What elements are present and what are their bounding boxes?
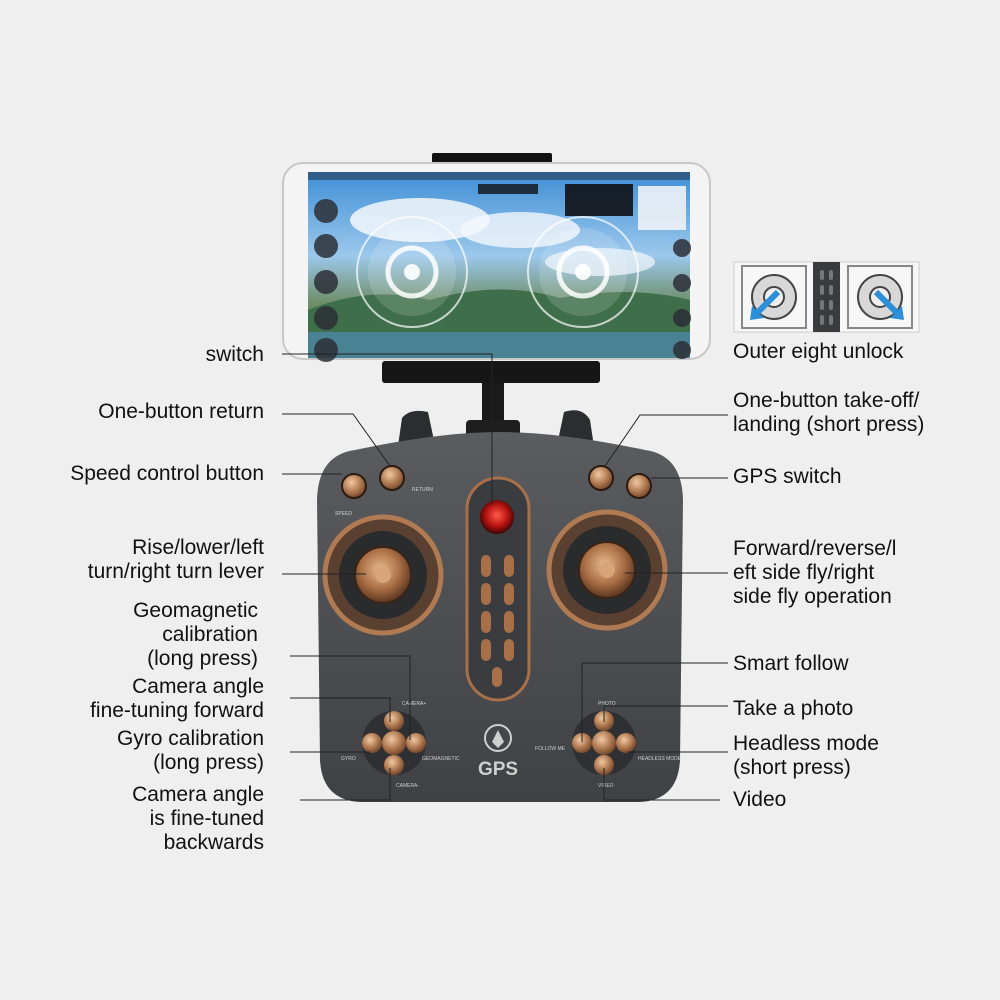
gps-logo-text: GPS [478,759,518,780]
label-camera-minus: CAMERA- [396,783,419,789]
center-panel [465,476,531,702]
label-follow-me: FOLLOW ME [535,746,566,752]
left-dpad [362,711,426,775]
label-gps-switch: GPS switch [733,465,842,488]
label-switch: switch [205,343,264,366]
switch-red-light [480,500,514,534]
gyro-calibration-button [362,733,382,753]
outer-eight-unlock-illustration [733,261,920,333]
label-right-lever: Forward/reverse/l eft side fly/right sid… [733,537,897,608]
label-video: Video [733,788,787,811]
mini-map [638,186,686,230]
label-take-a-photo: Take a photo [733,697,854,720]
virtual-stick-left [356,216,468,328]
takeoff-landing-button [588,465,614,491]
camera-backward-button [384,755,404,775]
app-side-icons [314,199,691,362]
label-left-lever: Rise/lower/left turn/right turn lever [87,536,264,583]
label-one-button-return: One-button return [98,400,264,423]
video-button [594,755,614,775]
arrow-down-left-icon [753,289,781,317]
virtual-stick-right [527,216,639,328]
phone [282,162,711,362]
gps-switch-button [626,473,652,499]
label-headless-mode: Headless mode (short press) [733,732,879,779]
label-speed-control-button: Speed control button [70,462,264,485]
label-camera-angle-forward: Camera angle fine-tuning forward [90,675,264,722]
label-video: VIDEO [598,783,614,789]
label-photo: PHOTO [598,701,616,707]
label-geomagnetic: GEOMAGNETIC [422,756,460,762]
camera-forward-button [384,711,404,731]
leader-lines [282,353,728,801]
label-headless: HEADLESS MODE [638,756,682,762]
left-joystick [322,514,444,636]
label-gyro: GYRO [341,756,356,762]
telemetry-box [565,184,633,216]
label-smart-follow: Smart follow [733,652,849,675]
gps-logo: GPS [478,724,518,780]
smart-follow-button [572,733,592,753]
geomagnetic-calibration-button [406,733,426,753]
label-camera-plus: CAMERA+ [402,701,426,707]
speed-control-button [341,473,367,499]
label-geomagnetic-calibration: Geomagnetic calibration (long press) [133,599,258,670]
label-takeoff-landing: One-button take-off/ landing (short pres… [733,389,925,436]
label-return: RETURN [412,487,433,493]
label-outer-eight-unlock: Outer eight unlock [733,340,904,363]
arrow-down-right-icon [873,289,901,317]
one-button-return-button [379,465,405,491]
label-gyro-calibration: Gyro calibration (long press) [116,727,264,774]
label-camera-angle-backward: Camera angle is fine-tuned backwards [132,783,264,854]
top-buttons [341,465,652,499]
label-speed: SPEED [335,511,352,517]
headless-mode-button [616,733,636,753]
mode-banner [478,184,538,194]
right-joystick [546,509,668,631]
